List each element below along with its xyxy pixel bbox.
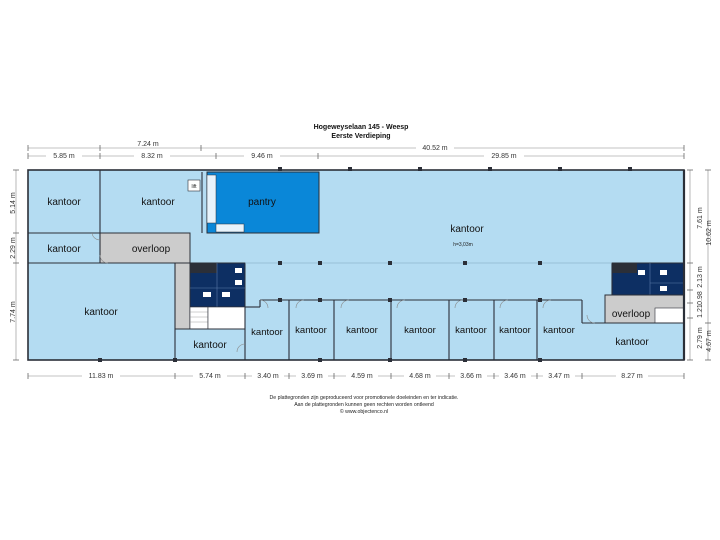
dim-left-2-29: 2.29 m — [10, 237, 17, 259]
room-label-overloop-e: overloop — [612, 309, 651, 320]
stair-landing — [207, 306, 246, 330]
room-label-pantry: pantry — [248, 197, 276, 208]
room-label-kantoor-s3: kantoor — [295, 325, 327, 336]
dim-right-4-67: 4.67 m — [706, 330, 713, 352]
room-label-kantoor-s5: kantoor — [404, 325, 436, 336]
dim-right-2-79: 2.79 m — [697, 327, 704, 349]
dim-bottom-3-47: 3.47 m — [548, 373, 570, 380]
pantry-counter — [215, 223, 245, 233]
shaft-east — [612, 263, 637, 273]
room-label-kantoor-s6: kantoor — [455, 325, 487, 336]
left-dimensions: 5.14 m 2.29 m 7.74 m — [10, 169, 19, 361]
dim-right-1-21: 1.21 — [697, 304, 704, 318]
lift-box — [187, 179, 201, 192]
dim-bottom-5-74: 5.74 m — [199, 373, 221, 380]
dim-bottom-3-69: 3.69 m — [301, 373, 323, 380]
sink-icon — [660, 270, 667, 275]
sink-icon — [235, 280, 242, 285]
sink-icon — [235, 268, 242, 273]
dim-top-9-46: 9.46 m — [251, 153, 273, 160]
dim-top-7-24: 7.24 m — [137, 141, 159, 148]
room-label-kantoor-s7: kantoor — [499, 325, 531, 336]
overloop-stair-corridor — [174, 262, 191, 330]
footer: De plattegronden zijn geproduceerd voor … — [270, 395, 459, 415]
toilet-icon — [660, 286, 667, 291]
east-landing — [654, 307, 685, 324]
footer-copyright: © www.objectenco.nl — [340, 408, 388, 415]
room-label-kantoor-w-small: kantoor — [47, 244, 81, 255]
dim-left-7-74: 7.74 m — [10, 301, 17, 323]
sink-icon — [638, 270, 645, 275]
room-label-kantoor-s8: kantoor — [543, 325, 575, 336]
room-label-kantoor-e: kantoor — [615, 337, 649, 348]
dim-top-5-85: 5.85 m — [53, 153, 75, 160]
room-label-kantoor-s4: kantoor — [346, 325, 378, 336]
dim-right-2-13: 2.13 m — [697, 266, 704, 288]
toilet-icon — [222, 292, 230, 297]
top-dimensions: 40.52 m 7.24 m 5.85 m 8.32 m 9.46 m 29.8… — [27, 138, 685, 160]
pantry-room — [206, 171, 320, 234]
dim-bottom-8-27: 8.27 m — [621, 373, 643, 380]
room-label-kantoor-n2: kantoor — [141, 197, 175, 208]
dim-right-10-62: 10.62 m — [706, 220, 713, 245]
dim-total-width: 40.52 m — [422, 145, 447, 152]
room-label-kantoor-s2: kantoor — [251, 327, 283, 338]
dim-left-5-14: 5.14 m — [10, 192, 17, 214]
plan-floor-name: Eerste Verdieping — [331, 133, 390, 140]
dim-bottom-4-68: 4.68 m — [409, 373, 431, 380]
dim-top-8-32: 8.32 m — [141, 153, 163, 160]
bottom-dimensions: 11.83 m 5.74 m 3.40 m 3.69 m 4.59 m 4.68… — [27, 371, 685, 380]
shaft-west — [190, 263, 217, 273]
toilet-icon — [203, 292, 211, 297]
dim-right-7-61: 7.61 m — [697, 207, 704, 229]
room-label-kantoor-main: kantoor — [450, 224, 484, 235]
dim-bottom-4-59: 4.59 m — [351, 373, 373, 380]
building: lift — [27, 167, 686, 362]
footer-disclaimer-1: De plattegronden zijn geproduceerd voor … — [270, 395, 459, 401]
lift-label: lift — [192, 184, 198, 190]
dim-top-29-85: 29.85 m — [491, 153, 516, 160]
dim-bottom-3-66: 3.66 m — [460, 373, 482, 380]
room-label-kantoor-nw: kantoor — [47, 197, 81, 208]
dim-bottom-3-46: 3.46 m — [504, 373, 526, 380]
right-dimensions: 7.61 m 10.62 m 2.13 m 0.98 1.21 2.79 m 4… — [687, 169, 713, 361]
ceiling-height-label: h=3,03m — [453, 242, 473, 248]
room-label-kantoor-s1: kantoor — [193, 340, 227, 351]
room-labels: kantoor kantoor pantry kantoor h=3,03m k… — [47, 197, 650, 351]
stair-icon — [189, 306, 209, 330]
dim-right-0-98: 0.98 — [697, 291, 704, 305]
footer-disclaimer-2: Aan de plattegronden kunnen geen rechten… — [294, 402, 434, 408]
dim-bottom-3-40: 3.40 m — [257, 373, 279, 380]
room-label-overloop-w: overloop — [132, 244, 171, 255]
room-label-kantoor-w-large: kantoor — [84, 307, 118, 318]
building-footprint — [28, 170, 684, 360]
dim-bottom-11-83: 11.83 m — [89, 373, 114, 380]
plan-address: Hogeweyselaan 145 - Weesp — [314, 124, 409, 131]
pantry-side-counter — [206, 174, 217, 224]
